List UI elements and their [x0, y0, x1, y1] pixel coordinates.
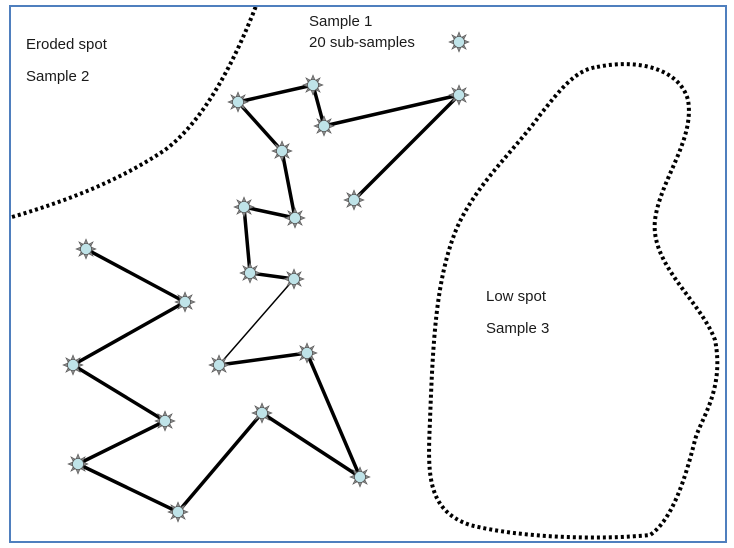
sun-burst-marker-icon — [233, 196, 255, 218]
path-segment — [242, 205, 252, 275]
sample-2-label: Sample 2 — [26, 68, 90, 85]
sun-burst-marker-icon — [296, 342, 318, 364]
sun-burst-marker-icon — [75, 238, 97, 260]
sample-3-label: Sample 3 — [486, 320, 550, 337]
sun-burst-marker-icon — [283, 268, 305, 290]
path-segment — [76, 419, 167, 466]
path-segment — [236, 83, 315, 104]
sun-burst-marker-icon — [313, 115, 335, 137]
low-spot-boundary — [427, 62, 720, 540]
sun-burst-marker-icon — [167, 501, 189, 523]
path-segment — [236, 100, 284, 153]
sun-burst-marker-icon — [208, 354, 230, 376]
sun-burst-marker-icon — [62, 354, 84, 376]
path-segment — [260, 411, 362, 479]
path-segment — [352, 93, 461, 202]
sun-burst-marker-icon — [174, 291, 196, 313]
sun-burst-marker-icon — [349, 466, 371, 488]
sample-1-label: Sample 1 — [309, 13, 373, 30]
path-segment — [242, 205, 297, 220]
sun-burst-marker-icon — [154, 410, 176, 432]
eroded-spot-boundary — [11, 5, 258, 219]
path-segment — [84, 247, 187, 304]
path-segment — [218, 278, 295, 366]
path-segment — [176, 411, 264, 514]
path-segment — [217, 351, 309, 367]
path-segment — [280, 149, 297, 220]
path-segment — [311, 83, 326, 128]
eroded-spot-label: Eroded spot — [26, 36, 107, 53]
sun-burst-marker-icon — [251, 402, 273, 424]
legend-marker-icon — [448, 31, 470, 53]
path-segment — [71, 363, 167, 423]
sun-burst-marker-icon — [271, 140, 293, 162]
sun-burst-marker-icon — [284, 207, 306, 229]
low-spot-label: Low spot — [486, 288, 547, 305]
sun-burst-marker-icon — [227, 91, 249, 113]
path-segment — [71, 300, 187, 367]
sun-burst-marker-icon — [239, 262, 261, 284]
sub-samples-label: 20 sub-samples — [309, 34, 415, 51]
sun-burst-marker-icon — [67, 453, 89, 475]
sun-burst-marker-icon — [448, 84, 470, 106]
path-segment — [322, 93, 461, 128]
path-segment — [305, 351, 362, 479]
sun-burst-marker-icon — [343, 189, 365, 211]
sampling-path — [71, 83, 461, 514]
sun-burst-marker-icon — [302, 74, 324, 96]
path-segment — [76, 462, 180, 514]
